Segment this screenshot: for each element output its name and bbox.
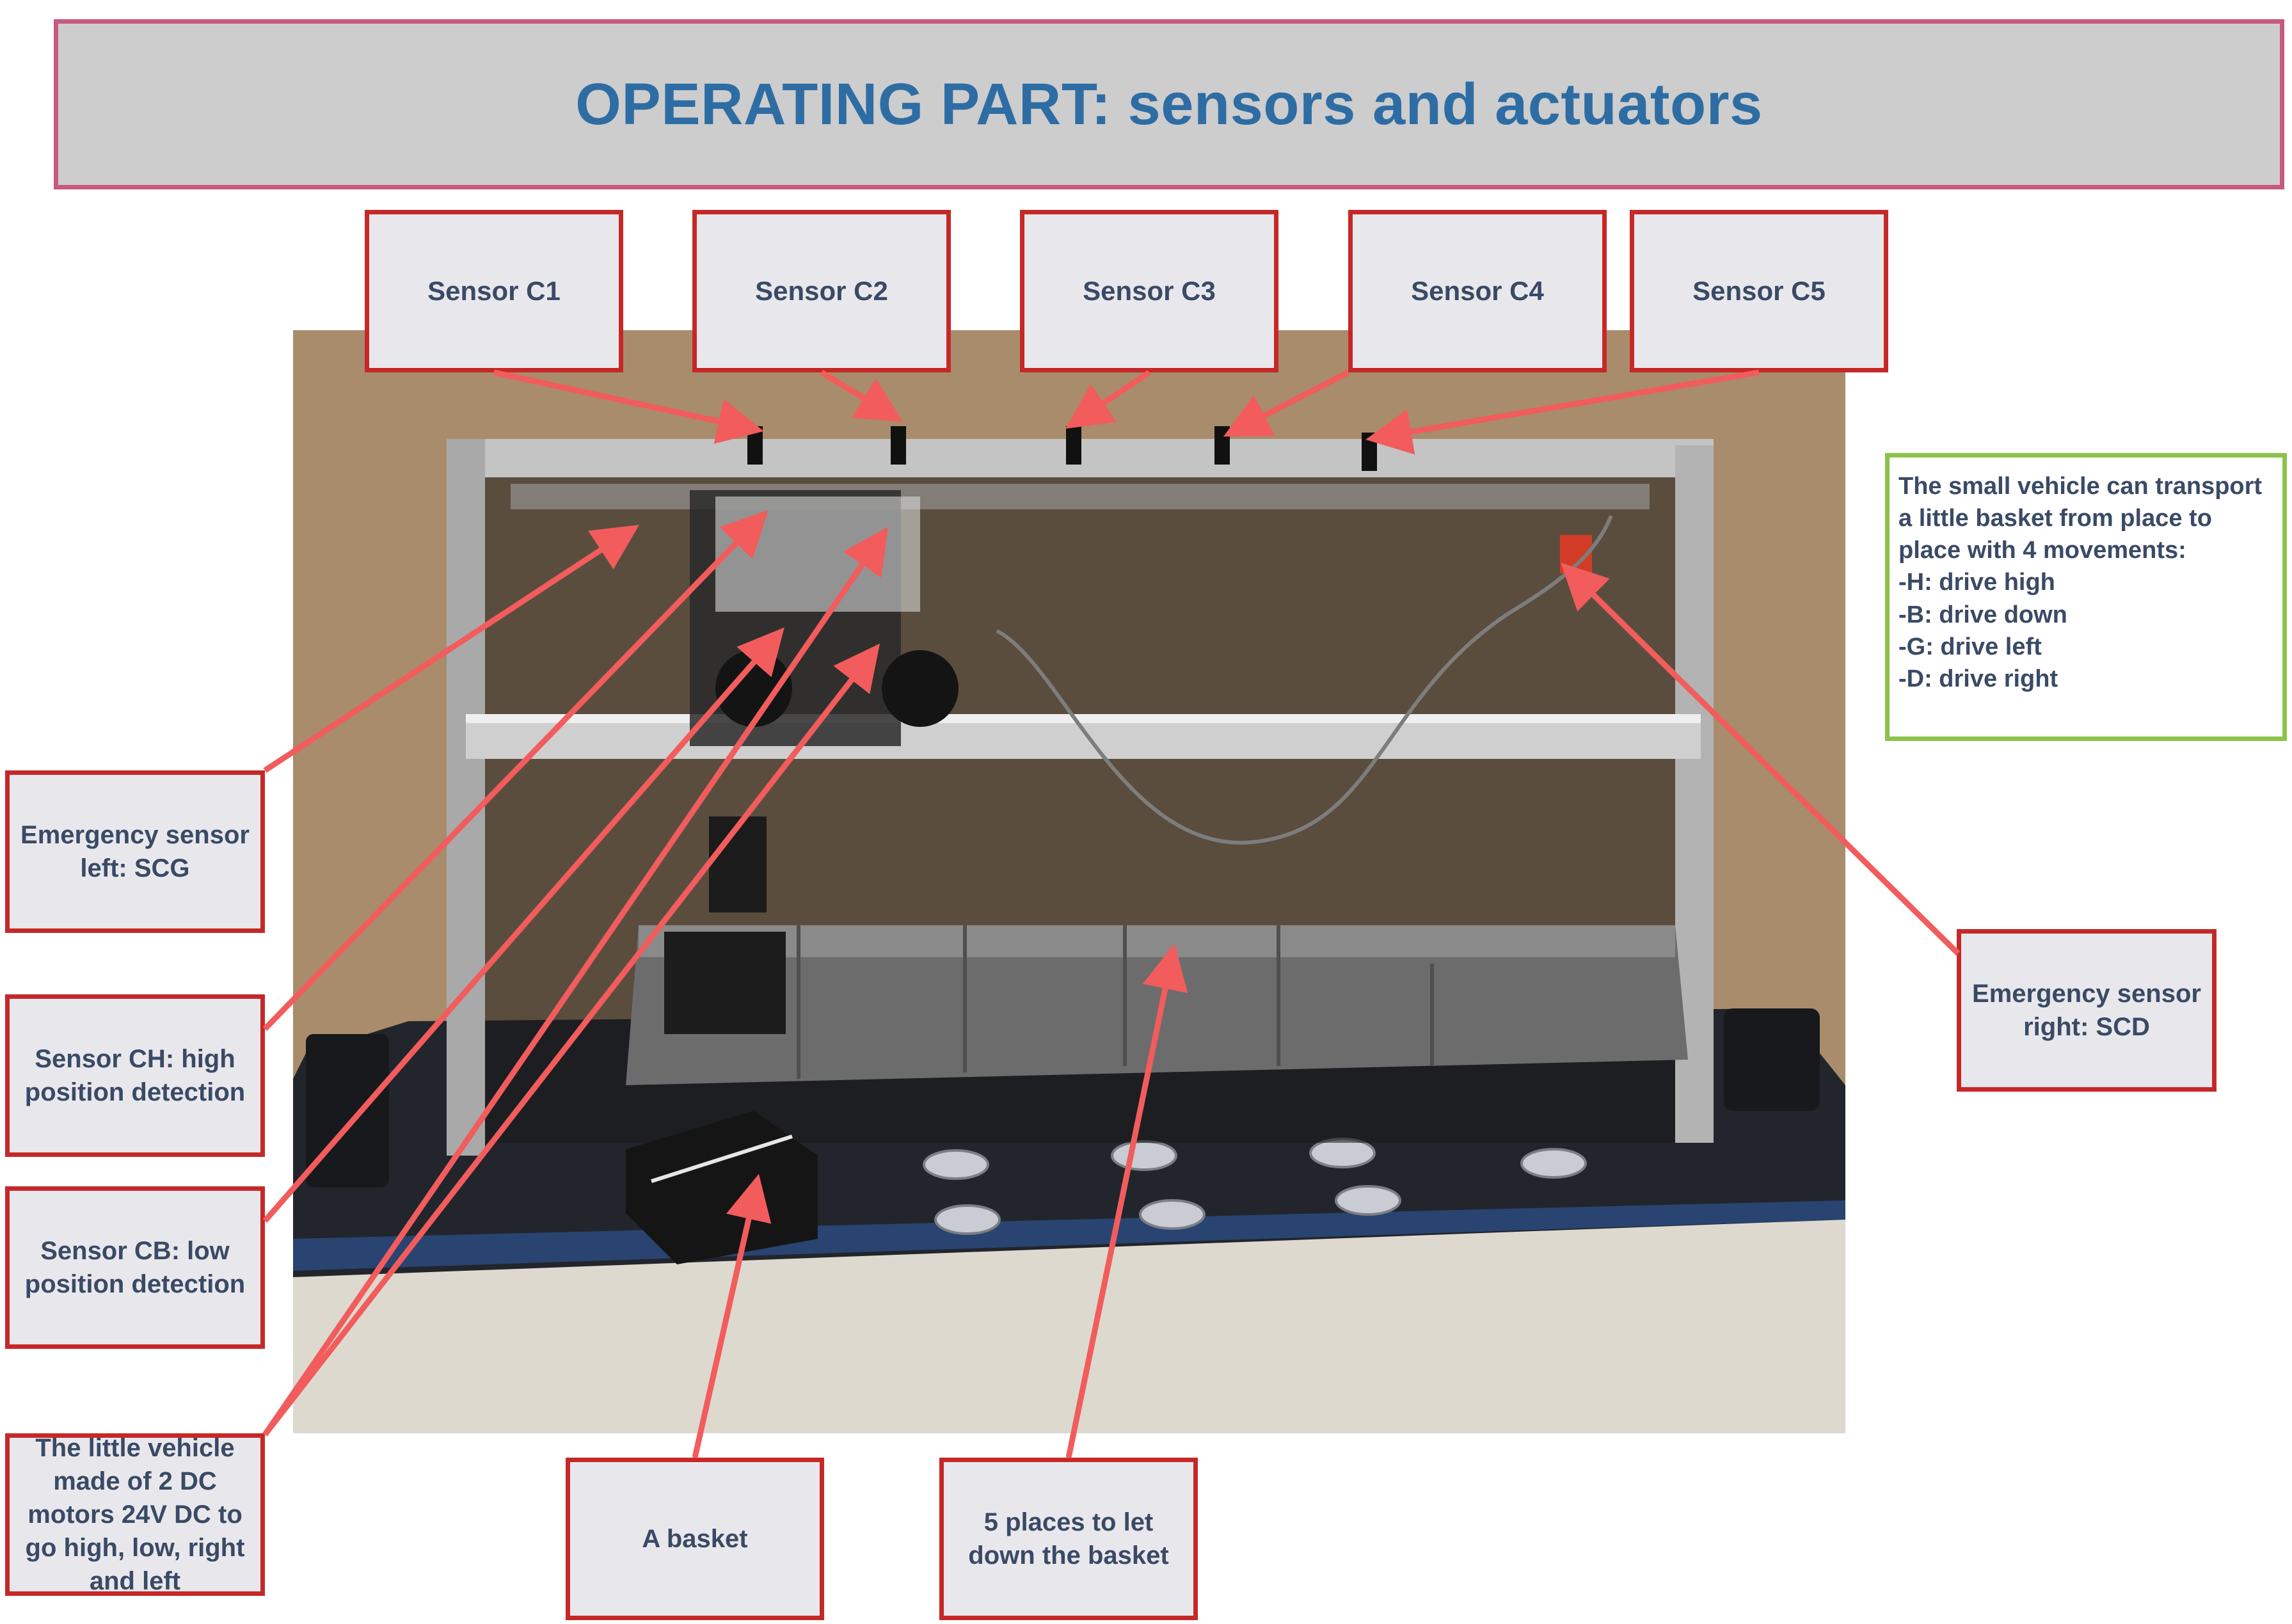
label-sensor-cb: Sensor CB: low position detection bbox=[5, 1186, 265, 1349]
label-sensor-c4: Sensor C4 bbox=[1348, 210, 1607, 372]
title-banner: OPERATING PART: sensors and actuators bbox=[54, 19, 2284, 189]
label-sensor-c2: Sensor C2 bbox=[692, 210, 951, 372]
label-sensor-c3: Sensor C3 bbox=[1020, 210, 1278, 372]
info-movement-h: -H: drive high bbox=[1898, 569, 2055, 596]
label-sensor-c1: Sensor C1 bbox=[365, 210, 623, 372]
label-basket: A basket bbox=[566, 1458, 824, 1620]
label-sensor-ch: Sensor CH: high position detection bbox=[5, 994, 265, 1157]
label-vehicle: The little vehicle made of 2 DC motors 2… bbox=[5, 1433, 265, 1596]
page-title: OPERATING PART: sensors and actuators bbox=[575, 71, 1763, 137]
info-movement-g: -G: drive left bbox=[1898, 633, 2042, 660]
device-photo bbox=[293, 330, 1845, 1433]
info-intro: The small vehicle can transport a little… bbox=[1898, 473, 2263, 564]
label-sensor-c5: Sensor C5 bbox=[1630, 210, 1888, 372]
info-movement-b: -B: drive down bbox=[1898, 601, 2067, 628]
label-emergency-right: Emergency sensor right: SCD bbox=[1957, 929, 2216, 1092]
label-emergency-left: Emergency sensor left: SCG bbox=[5, 770, 265, 933]
label-five-places: 5 places to let down the basket bbox=[939, 1458, 1198, 1620]
info-movement-d: -D: drive right bbox=[1898, 665, 2058, 692]
movement-info-box: The small vehicle can transport a little… bbox=[1885, 453, 2287, 741]
